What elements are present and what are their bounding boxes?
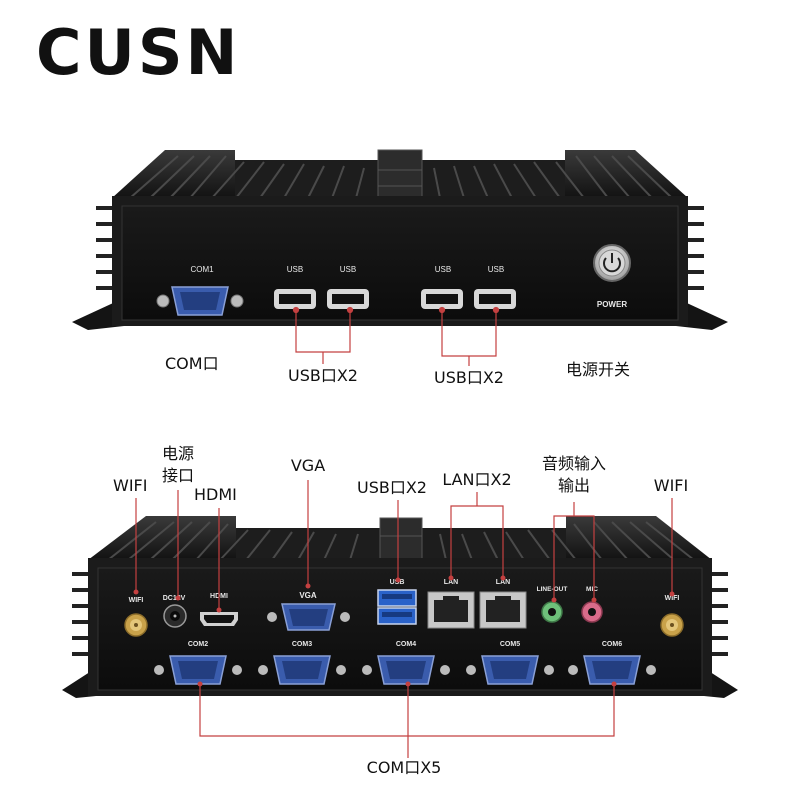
com6-serial-port [568,655,656,685]
dc12v-jack [163,604,187,628]
rear-callout-wifi-right: WIFI [653,476,689,495]
com4-serial-port [362,655,450,685]
lan-port-label-1: LAN [444,579,458,586]
front-usb-ports-right [421,289,516,309]
front-callout-lines [292,306,500,366]
wifi-antenna-right [660,613,684,637]
com5-serial-port [466,655,554,685]
dc12v-port-label: DC12V [163,595,186,602]
line-out-jack [541,601,563,623]
front-callout-com: COM口 [165,354,219,373]
com4-port-label: COM4 [396,641,416,648]
usb-port-label-4: USB [488,265,504,274]
front-callout-power: 电源开关 [566,360,631,379]
rear-callout-hdmi: HDMI [194,485,237,504]
rear-callout-audio-line2: 输出 [557,476,591,495]
com1-serial-port [156,286,244,316]
com3-port-label: COM3 [292,641,312,648]
rear-foot-right [704,668,738,698]
front-usb-ports-left [274,289,369,309]
vga-port-label: VGA [299,591,317,600]
lan-port-1 [427,591,475,629]
mic-port-label: MIC [586,586,598,593]
usb-port-label-1: USB [287,265,303,274]
rear-callout-lines [133,480,675,758]
brand-logo: CUSN [36,16,241,89]
front-callout-usb-right: USB口X2 [434,368,504,387]
rear-foot-left [62,668,96,698]
rear-callout-lan: LAN口X2 [442,470,512,489]
com6-port-label: COM6 [602,641,622,648]
rear-callout-wifi-left: WIFI [113,476,148,495]
lan-port-label-2: LAN [496,579,510,586]
power-button[interactable] [593,244,631,282]
front-foot-right [676,298,728,330]
com3-serial-port [258,655,346,685]
power-icon [603,253,621,273]
wifi-right-port-label: WIFI [665,595,680,602]
com2-serial-port [154,655,242,685]
rear-heatsink-fins [72,516,728,656]
vga-port [267,603,350,631]
front-callout-usb-left: USB口X2 [288,366,358,385]
wifi-antenna-left [124,613,148,637]
rear-callout-power-line1: 电源 [162,444,195,463]
front-unit: COM1 USB USB USB USB [72,149,728,366]
usb-port-label-3: USB [435,265,451,274]
rear-callout-vga: VGA [290,456,326,475]
rear-callout-power-line2: 接口 [162,466,195,485]
wifi-left-port-label: WIFI [129,597,144,604]
rear-usb-ports [377,589,417,625]
mic-jack [581,601,603,623]
lan-port-2 [479,591,527,629]
rear-unit: WIFI DC12V HDMI VGA USB LAN LAN LINE-OUT… [62,480,738,758]
rear-callout-com: COM口X5 [366,758,442,777]
power-port-label: POWER [597,300,627,309]
rear-callout-usb: USB口X2 [357,478,427,497]
front-foot-left [72,298,124,330]
front-heatsink-fins [96,149,704,290]
usb-port-label-2: USB [340,265,356,274]
usb-rear-port-label: USB [390,579,405,586]
com5-port-label: COM5 [500,641,520,648]
hdmi-port [200,612,238,626]
line-out-port-label: LINE-OUT [537,586,568,593]
com2-port-label: COM2 [188,641,208,648]
com1-port-label: COM1 [190,265,214,274]
rear-callout-audio-line1: 音频输入 [541,454,607,473]
